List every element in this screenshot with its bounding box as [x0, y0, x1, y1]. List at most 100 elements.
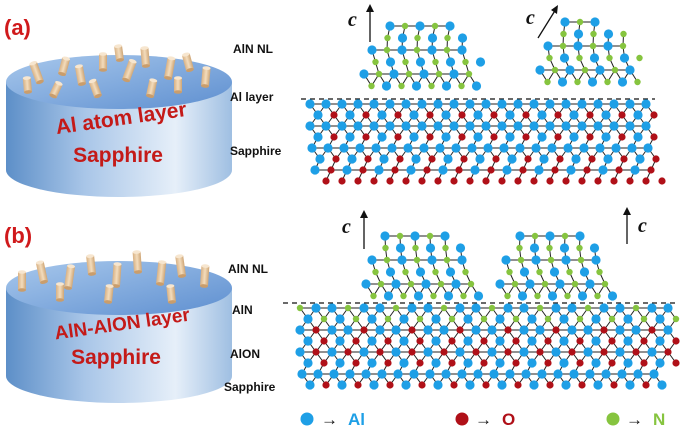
aln-island-a2-atom	[611, 66, 619, 74]
substrate-b-atom	[431, 336, 441, 346]
substrate-b-atom	[440, 304, 448, 312]
sapphire-a-atom	[563, 143, 573, 153]
a-nanorod	[164, 56, 176, 80]
substrate-b-atom	[473, 369, 483, 379]
substrate-b-atom	[431, 314, 441, 324]
substrate-b-atom	[399, 358, 409, 368]
substrate-b-atom	[471, 303, 481, 313]
aln-island-a1-atom	[432, 58, 439, 66]
b-nanorod	[112, 262, 122, 288]
sapphire-a-atom	[577, 99, 587, 109]
substrate-b-atom	[375, 303, 385, 313]
sapphire-a-atom	[473, 132, 483, 142]
sapphire-a-atom	[377, 110, 387, 120]
sapphire-a-atom	[487, 166, 495, 174]
substrate-b-atom	[672, 315, 680, 323]
aln-island-b2-atom	[564, 292, 571, 300]
a-nanorod	[49, 80, 63, 99]
sapphire-a-atom	[522, 133, 530, 141]
substrate-b-atom	[408, 326, 416, 334]
sapphire-a-atom	[556, 155, 564, 163]
c-axis-a2: c	[526, 5, 558, 39]
substrate-b-atom	[495, 358, 505, 368]
sapphire-a-atom	[571, 154, 581, 164]
sapphire-a-atom	[642, 177, 650, 185]
sapphire-a-atom	[450, 177, 458, 185]
aln-island-b2-atom	[517, 256, 525, 264]
aln-island-a1-atom	[415, 57, 426, 67]
aln-island-b1-atom	[410, 231, 420, 241]
sapphire-a-atom	[583, 166, 591, 174]
substrate-b-atom	[535, 325, 545, 335]
aln-island-a2-atom	[581, 66, 589, 74]
sapphire-a-atom	[332, 155, 340, 163]
substrate-b-atom	[625, 380, 635, 390]
aln-island-a1-atom	[427, 45, 437, 55]
substrate-b-atom	[640, 315, 648, 323]
substrate-b-atom	[327, 347, 337, 357]
nanorods-b	[18, 250, 210, 304]
sapphire-a-atom	[611, 143, 621, 153]
aln-island-a1-atom	[398, 82, 405, 90]
substrate-b-atom	[320, 337, 328, 345]
sapphire-a-atom	[433, 99, 443, 109]
substrate-b-atom	[335, 336, 345, 346]
c-axis-a1-label: c	[348, 9, 357, 31]
legend-item-al: → Al	[300, 410, 365, 429]
sapphire-a-atoms	[305, 99, 666, 185]
aln-island-a2-atoms	[535, 17, 643, 87]
a-nanorod	[122, 59, 137, 83]
substrate-b-atom	[359, 347, 369, 357]
aln-island-b1-atom	[473, 291, 484, 301]
substrate-b-atom	[608, 359, 616, 367]
aln-island-b2-atom	[579, 267, 590, 277]
aln-island-b2-atom	[576, 244, 583, 252]
sapphire-a-atom	[593, 99, 603, 109]
aln-island-b2-atom	[591, 255, 601, 265]
substrate-b-atom	[456, 326, 464, 334]
disk-a: Al atom layer Sapphire	[6, 44, 232, 197]
aln-island-b1-atom	[383, 291, 394, 301]
aln-island-b1-atom	[397, 255, 407, 265]
substrate-b-atom	[369, 380, 379, 390]
aln-island-a1-atom	[462, 58, 469, 66]
a-nanorod	[29, 61, 44, 85]
substrate-b-atom	[391, 347, 401, 357]
sapphire-a-atom	[411, 154, 421, 164]
aln-island-b1-atom	[400, 292, 407, 300]
sapphire-a-atom	[615, 166, 623, 174]
aln-island-b1-atom	[462, 268, 469, 276]
substrate-b-atom	[433, 380, 443, 390]
sapphire-a-atom	[513, 99, 523, 109]
aln-island-b1-atom	[395, 243, 406, 253]
sapphire-a-atom	[497, 121, 507, 131]
sapphire-a-atom	[364, 155, 372, 163]
sapphire-a-atom	[551, 166, 559, 174]
aln-island-a2-atom	[573, 29, 584, 39]
sapphire-a-atom	[499, 143, 509, 153]
substrate-b-atom	[311, 303, 321, 313]
aln-island-a1-atom	[431, 22, 439, 30]
sapphire-a-atom	[339, 143, 349, 153]
substrate-b-atom	[482, 381, 490, 389]
aln-island-b1-atom	[427, 255, 437, 265]
sapphire-a-atom	[519, 166, 527, 174]
sapphire-a-atom	[534, 165, 544, 175]
aln-island-a1-atom	[415, 21, 425, 31]
sapphire-a-atom	[387, 143, 397, 153]
aln-island-a1-atom	[427, 33, 438, 43]
sapphire-a-atom	[601, 110, 611, 120]
sapphire-a-atom	[465, 99, 475, 109]
sapphire-a-atom	[595, 143, 605, 153]
substrate-b-atom	[441, 369, 451, 379]
aln-island-a2-atom	[625, 65, 635, 75]
sapphire-a-atom	[394, 133, 402, 141]
aln-island-a2-atom	[590, 30, 597, 38]
substrate-b-atom	[505, 369, 515, 379]
b-nanorod	[104, 284, 114, 304]
aln-island-b1-atom	[370, 292, 377, 300]
sapphire-a-atom	[426, 111, 434, 119]
disk-b: AlN-AlON layer Sapphire	[6, 250, 232, 403]
substrate-b-atom	[327, 325, 337, 335]
